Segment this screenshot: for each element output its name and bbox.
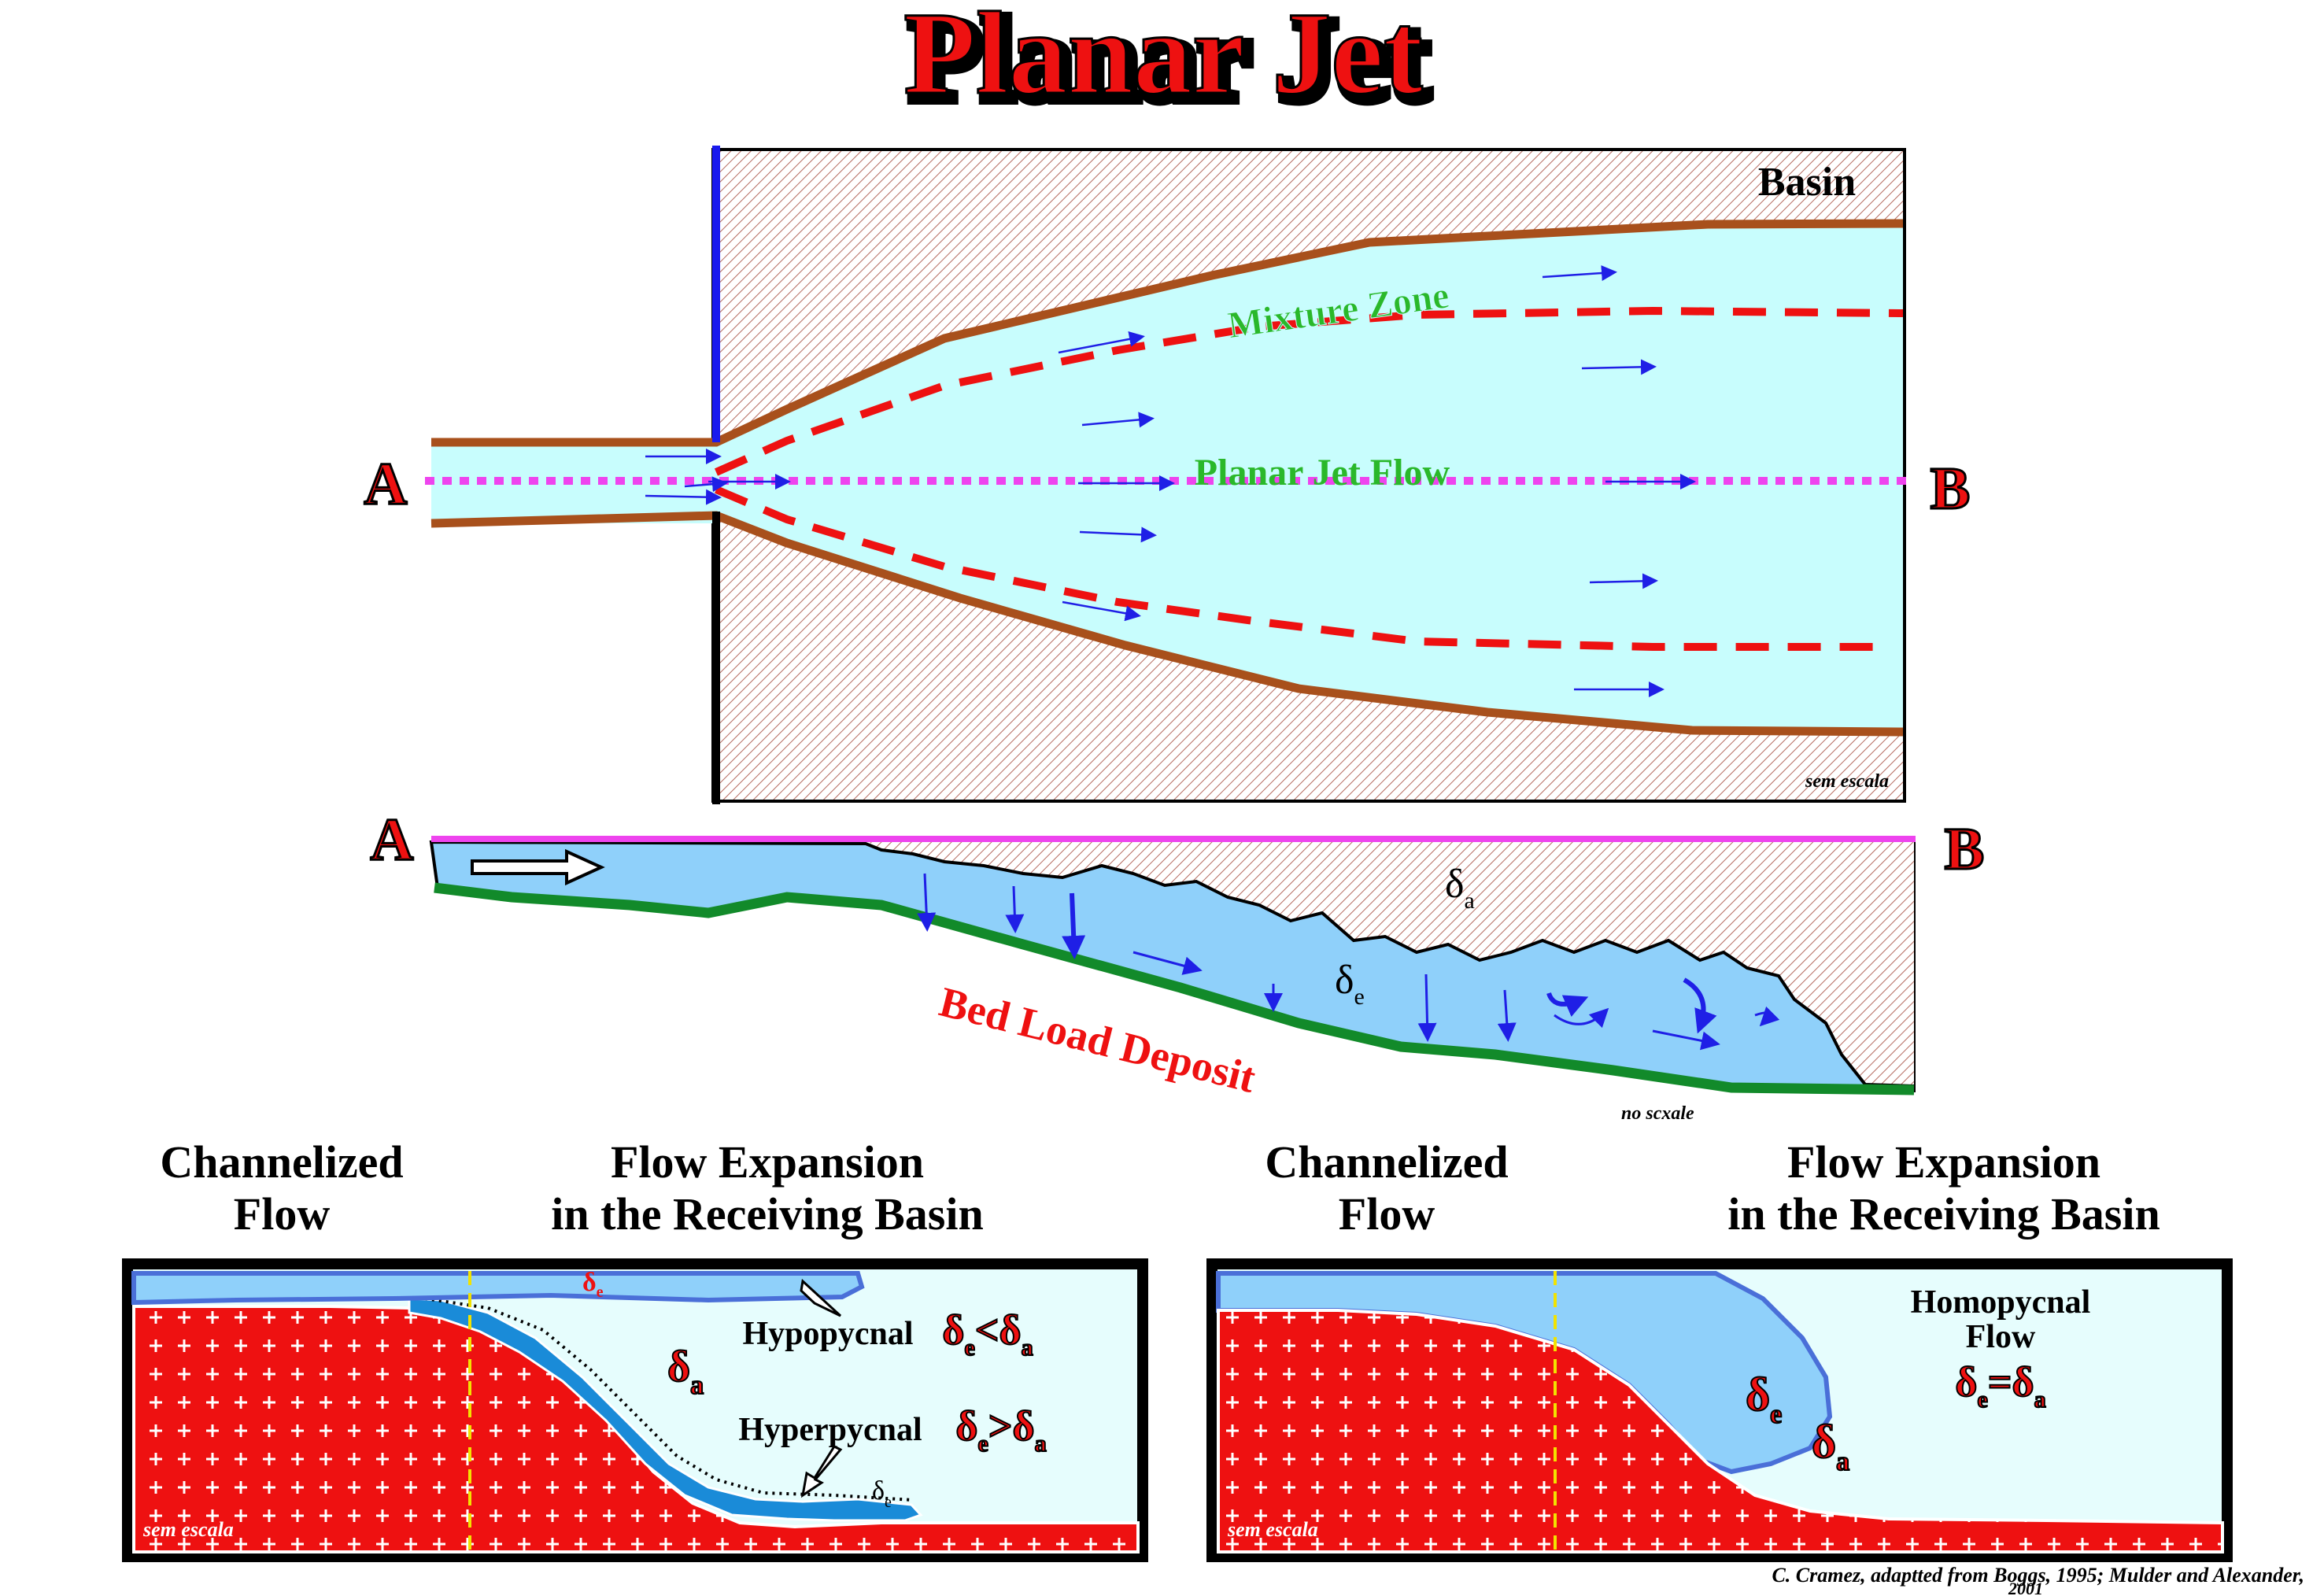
hypo-pointer-arrow <box>800 1279 842 1317</box>
hyperpycnal-label: Hyperpycnal <box>738 1412 922 1448</box>
hyper-pointer-arrow <box>800 1445 843 1498</box>
hyperpycnal-current <box>408 1297 923 1522</box>
delta-a-section: δa <box>1445 862 1475 914</box>
flow-arrows <box>645 265 1696 697</box>
basin-label: Basin <box>1758 160 1856 205</box>
mixture-boundary-upper <box>714 306 1904 476</box>
flow-expansion-heading-left-2: in the Receiving Basin <box>551 1188 983 1239</box>
mixture-boundary-lower <box>715 486 1881 651</box>
flow-expansion-heading-right-2: in the Receiving Basin <box>1727 1188 2160 1239</box>
panel-left: δe δa Hypopycnal δe<δa Hyperpycnal δe>δa… <box>122 1258 1148 1562</box>
delta-a-left: δa <box>667 1343 704 1400</box>
hypo-relation: δe<δa <box>942 1306 1033 1361</box>
credit-line-1: C. Cramez, adaptted from Boggs, 1995; Mu… <box>1772 1564 2304 1587</box>
heading-right: Channelized Flow Flow Expansion in the R… <box>1265 1136 2160 1239</box>
section-flow-arrows-bold <box>1062 892 1717 1034</box>
bed-load-surface <box>434 882 1915 1095</box>
flow-expansion-heading-right: Flow Expansion <box>1787 1136 2100 1188</box>
point-a-plan: A <box>364 451 408 517</box>
hyper-relation: δe>δa <box>955 1402 1046 1457</box>
point-b-section: B <box>1945 816 1985 882</box>
panel-left-scale-note: sem escala <box>142 1518 234 1541</box>
cross-section: A B δa δe Bed Load Deposit no scxale <box>369 806 1986 1125</box>
point-a-section: A <box>371 807 414 873</box>
delta-a-right: δa <box>1812 1416 1849 1476</box>
heading-left: Channelized Flow Flow Expansion in the R… <box>160 1136 983 1239</box>
plan-view: Basin Mixture Zone Planar Jet Flow A B s… <box>363 146 1971 804</box>
hypopycnal-label: Hypopycnal <box>742 1316 913 1352</box>
hypopycnal-plume <box>131 1271 865 1306</box>
title-shadow: Planar Jet <box>910 0 1429 125</box>
point-b-plan: B <box>1931 456 1971 522</box>
basement-right <box>1217 1309 2224 1554</box>
panel-right: Homopycnal Flow δe=δa δe δa sem escala <box>1206 1258 2233 1562</box>
section-scale-note: no scxale <box>1621 1103 1694 1124</box>
plan-scale-note: sem escala <box>1805 771 1889 792</box>
title-text: Planar Jet <box>903 0 1423 119</box>
homopycnal-label-2: Flow <box>1966 1319 2036 1355</box>
inflow-arrow <box>471 848 605 886</box>
flow-expansion-heading-left: Flow Expansion <box>611 1136 924 1188</box>
credit-line-2: 2001 <box>2008 1579 2043 1596</box>
upper-bank <box>431 219 1904 447</box>
channelized-flow-heading-left: Channelized <box>160 1136 403 1188</box>
ambient-hatch-fill <box>866 840 1914 1084</box>
channelized-flow-heading-right-2: Flow <box>1339 1188 1435 1239</box>
homopycnal-label: Homopycnal <box>1911 1284 2091 1321</box>
delta-e-top-left: δe <box>582 1268 604 1301</box>
title: Planar Jet Planar Jet <box>903 0 1435 131</box>
hyperpycnal-dots <box>424 1297 914 1502</box>
delta-e-bottom-left: δe <box>872 1476 892 1511</box>
delta-e-section: δe <box>1335 958 1365 1010</box>
lower-bank <box>430 511 1904 737</box>
channelized-flow-heading-right: Channelized <box>1265 1136 1508 1188</box>
section-flow-arrows <box>917 873 1780 1051</box>
homo-relation: δe=δa <box>1955 1358 2045 1413</box>
planar-jet-flow-label: Planar Jet Flow <box>1195 452 1450 493</box>
panel-right-scale-note: sem escala <box>1227 1518 1318 1541</box>
channelized-flow-heading-left-2: Flow <box>234 1188 331 1239</box>
delta-e-right: δe <box>1746 1369 1782 1429</box>
